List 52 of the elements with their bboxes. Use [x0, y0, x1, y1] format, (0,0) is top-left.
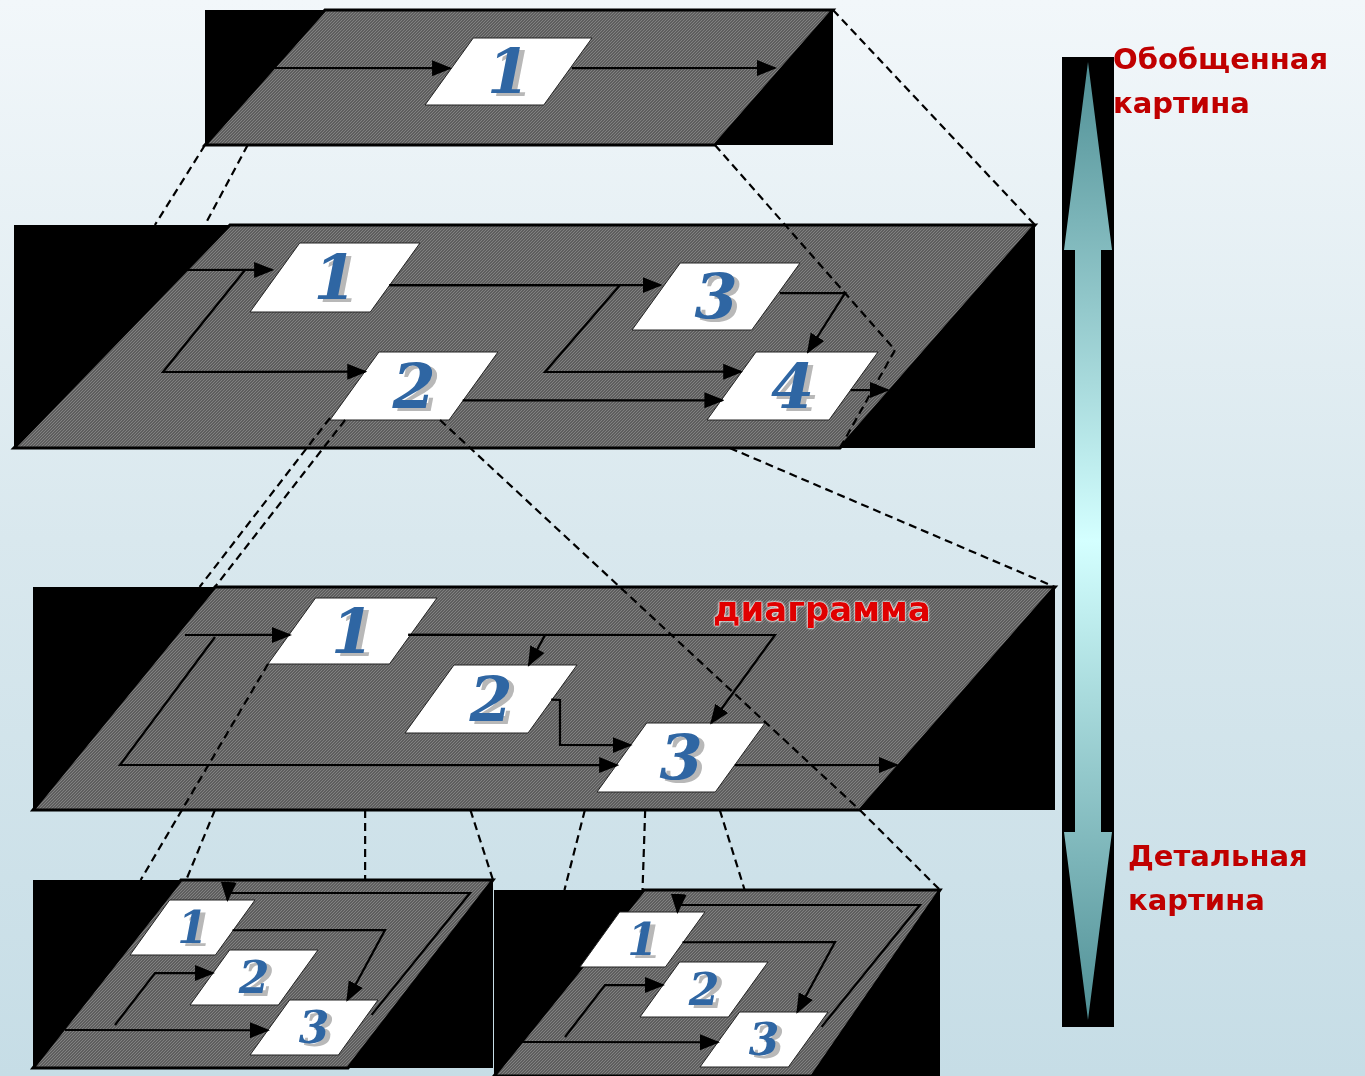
scale-label: Детальная картина [1128, 838, 1309, 919]
arrow [564, 977, 666, 1038]
projection-line [139, 663, 269, 881]
process-box [425, 38, 592, 105]
box-number: 2 [687, 963, 721, 1017]
scale-label: Обобщенная картина [1113, 41, 1330, 122]
projection-line [214, 419, 346, 588]
projection-line [185, 809, 216, 881]
box-number: 3 [658, 723, 704, 792]
projection-line [641, 809, 647, 891]
plane-label: диаграмма [713, 589, 931, 629]
arrow [220, 881, 473, 1016]
arrow [682, 940, 837, 1014]
projection-line [563, 809, 586, 891]
box-number: 2 [468, 665, 514, 733]
arrow [185, 626, 292, 643]
arrow [232, 928, 387, 1002]
projection-line [859, 809, 941, 891]
box-number: 3 [297, 1001, 331, 1055]
layer-plane [494, 890, 940, 1076]
process-box [700, 1012, 828, 1067]
layer-plane [33, 880, 493, 1068]
process-box [190, 950, 318, 1005]
box-number: 3 [747, 1013, 781, 1067]
projection-line [469, 809, 495, 881]
arrow [408, 633, 778, 725]
projection-line [198, 417, 331, 588]
process-box [130, 900, 255, 955]
projection-line [718, 809, 746, 891]
process-box [597, 723, 765, 792]
process-box [268, 598, 437, 664]
arrow [275, 60, 453, 77]
projection-line [153, 144, 206, 226]
process-box [405, 665, 577, 733]
arrow [670, 893, 923, 1028]
box-number: 1 [329, 598, 376, 664]
box-number: 2 [237, 951, 271, 1005]
arrow [117, 636, 620, 774]
process-box [580, 912, 705, 967]
arrow [65, 1022, 270, 1039]
box-number: 1 [485, 38, 532, 105]
arrow [114, 965, 216, 1026]
process-box [250, 1000, 378, 1055]
box-number: 1 [626, 913, 659, 967]
arrow [551, 698, 633, 754]
projection-line [364, 810, 367, 880]
projection-line [729, 447, 1056, 588]
box-number: 1 [176, 901, 209, 955]
projection-line [832, 9, 1036, 226]
arrow [571, 60, 777, 76]
process-box [640, 962, 768, 1017]
arrow [734, 757, 899, 773]
